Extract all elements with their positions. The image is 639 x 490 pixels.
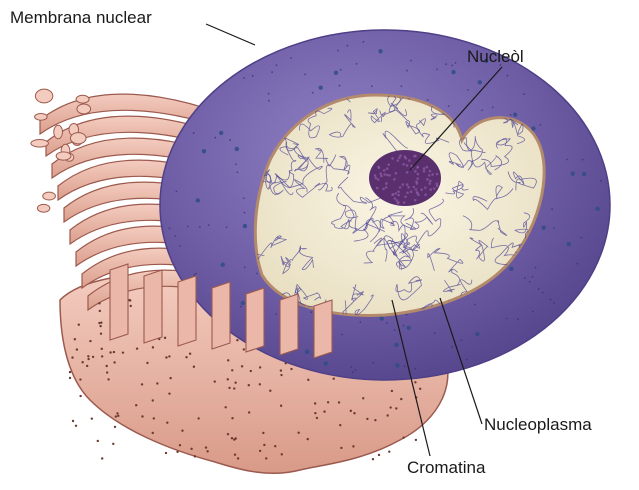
label-membrana-nuclear: Membrana nuclear — [10, 8, 152, 27]
leader-membrana-nuclear — [206, 24, 255, 45]
label-cromatina: Cromatina — [407, 458, 486, 477]
label-nucleoplasma: Nucleoplasma — [484, 415, 592, 434]
label-nucleol: Nucleòl — [467, 47, 524, 66]
